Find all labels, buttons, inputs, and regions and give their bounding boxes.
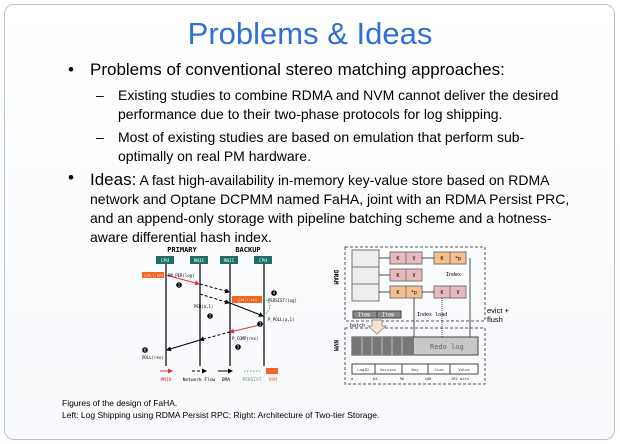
col-rnic: RNIC [194, 258, 205, 264]
primary-label: PRIMARY [167, 246, 197, 254]
key-cell: K [396, 273, 399, 279]
sub-bullet-2: –Most of existing studies are based on e… [96, 128, 566, 168]
log-shipping-figure: PRIMARY BACKUP CPU RNIC RNIC CPU [id,l,k… [142, 246, 297, 383]
key-cell: K [440, 290, 443, 296]
log-entry-primary [142, 272, 164, 278]
ideas-label: Ideas: [90, 170, 137, 189]
offset: 64 [373, 376, 378, 381]
log-entry-text: [id,l,kv] [144, 274, 163, 278]
value-cell: V [456, 290, 459, 296]
log-entry-text: [id,l,kv] [238, 298, 257, 302]
label-persist: PERSIST(log) [268, 298, 297, 303]
legend-mmio: MMIO [161, 377, 172, 383]
primary-cpu-box [156, 256, 174, 264]
field-size: Size [434, 367, 444, 372]
step-5: 5 [237, 345, 240, 350]
value-cell: V [412, 273, 415, 279]
col-rnic: RNIC [224, 258, 235, 264]
index-load-label: Index load [417, 312, 447, 318]
legend-nvm: NVM [269, 377, 277, 383]
index-label: Index [446, 272, 461, 278]
item-label: Item [358, 313, 370, 319]
key-cell: K [396, 290, 399, 296]
redo-log-label: Redo log [430, 343, 464, 351]
field-key: Key [412, 367, 420, 372]
step-6: 6 [144, 348, 147, 353]
dram-label: DRAM [332, 270, 339, 285]
backup-rnic-box [220, 256, 238, 264]
field-logid: LogID [357, 367, 369, 372]
log-entry-backup [232, 296, 262, 303]
label-p-poll: P_POLL(a,1) [268, 317, 295, 322]
label-rm-per: RM_PER(log) [168, 273, 195, 278]
offset: 0 [351, 376, 354, 381]
offset: 192 bits [451, 376, 469, 381]
step-3: 3 [259, 322, 262, 327]
ideas-text: A fast high-availability in-memory key-v… [90, 172, 570, 245]
legend-dma: DMA [222, 377, 230, 383]
offset: 160 [425, 376, 433, 381]
sub-bullet-1: –Existing studies to combine RDMA and NV… [96, 86, 566, 126]
offset: 96 [400, 376, 405, 381]
legend-persist: PERSIST [243, 377, 262, 383]
field-value: Value [458, 367, 470, 372]
pointer-cell: *p [455, 256, 461, 262]
step-4: 4 [273, 291, 276, 296]
backup-cpu-box [254, 256, 272, 264]
key-cell: K [440, 256, 443, 262]
step-1: 1 [178, 283, 181, 288]
sub-bullet-text: Most of existing studies are based on em… [118, 129, 525, 164]
primary-rnic-box [190, 256, 208, 264]
value-cell: V [412, 256, 415, 262]
sub-bullet-text: Existing studies to combine RDMA and NVM… [118, 87, 559, 122]
col-cpu: CPU [161, 258, 169, 264]
pointer-cell: *p [411, 290, 417, 296]
caption-line-1: Figures of the design of FaHA. [62, 398, 178, 408]
field-version: Version [380, 367, 396, 372]
backup-label: BACKUP [235, 246, 260, 254]
batch-label: batch [350, 323, 365, 329]
label-p-comp: P_COMP(res) [232, 336, 259, 341]
two-tier-storage-figure: DRAM NVM K V K V K *p K *p K V Index Index lo… [332, 246, 486, 385]
slide-title: Problems & Ideas [187, 16, 433, 51]
item-label: Item [382, 313, 394, 319]
evict-flush-label: evict + flush [487, 306, 509, 324]
key-cell: K [396, 256, 399, 262]
legend-network-flow: Network Flow [183, 377, 216, 383]
caption-line-2: Left: Log Shipping using RDMA Persist RP… [62, 410, 380, 420]
nvm-label: NVM [332, 340, 339, 351]
bullet-ideas: Ideas: A fast high-availability in-memor… [90, 170, 570, 247]
slide [4, 4, 615, 440]
bullet-text: Problems of conventional stereo matching… [90, 60, 505, 79]
label-per: PER(a,1) [194, 304, 213, 309]
col-cpu: CPU [259, 258, 267, 264]
label-poll: POLL(res) [142, 355, 164, 360]
step-2: 2 [209, 314, 212, 319]
